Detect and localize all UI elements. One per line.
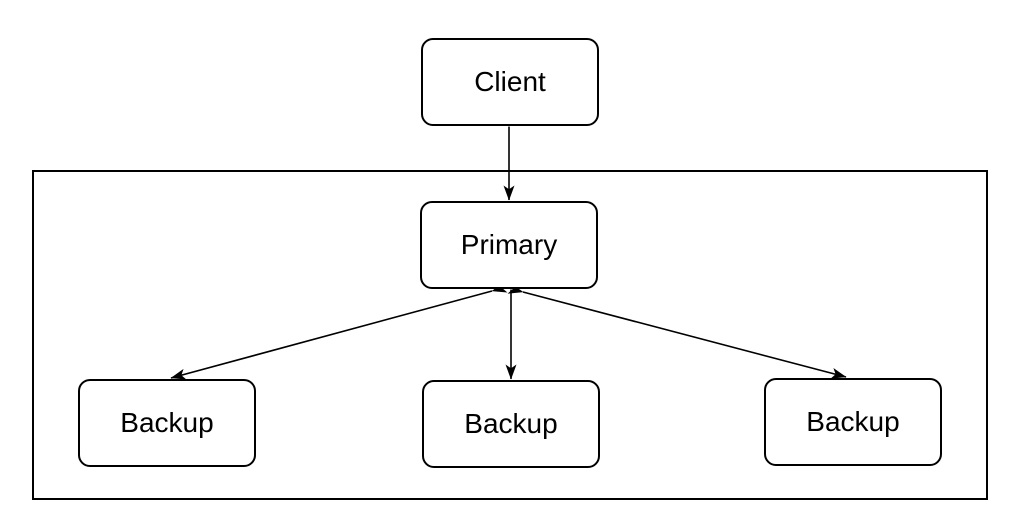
node-primary-label: Primary: [460, 229, 558, 260]
node-client-label: Client: [474, 66, 546, 97]
node-backup-left: Backup: [78, 379, 256, 467]
edge-primary-backup-right: [507, 282, 847, 379]
edge-primary-backup-left: [170, 281, 508, 380]
node-backup-right-label: Backup: [806, 406, 900, 437]
node-backup-left-label: Backup: [120, 407, 214, 438]
node-primary: Primary: [420, 201, 598, 289]
node-backup-right: Backup: [764, 378, 942, 466]
node-backup-middle: Backup: [422, 380, 600, 468]
node-backup-middle-label: Backup: [464, 408, 558, 439]
node-client: Client: [421, 38, 599, 126]
